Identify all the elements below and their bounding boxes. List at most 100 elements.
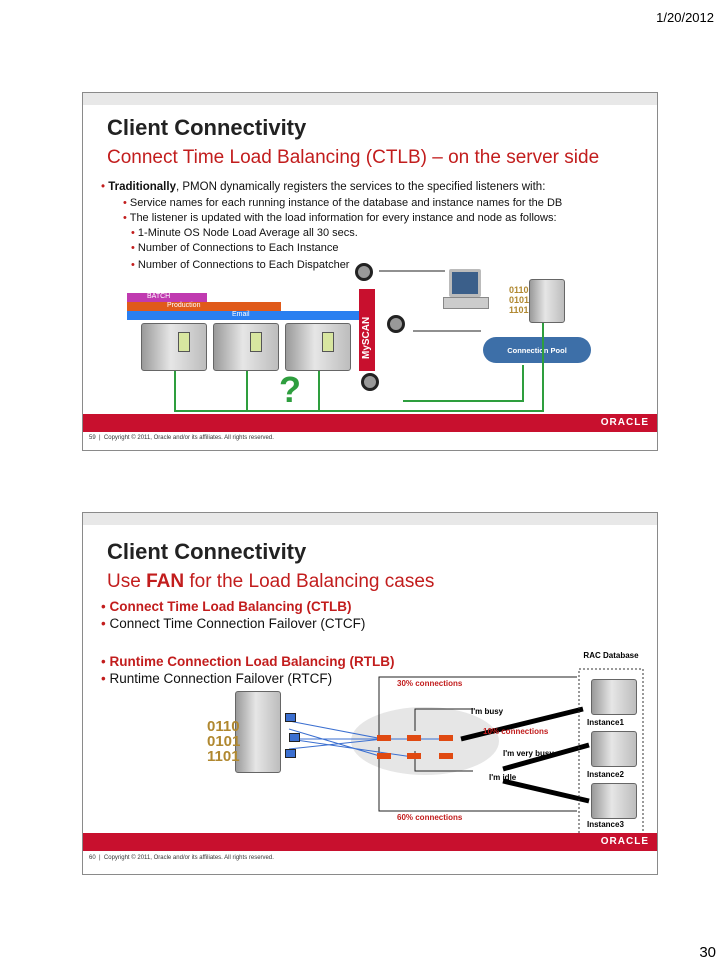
copyright: Copyright © 2011, Oracle and/or its affi… bbox=[103, 435, 274, 441]
rac-database-label: RAC Database bbox=[583, 651, 639, 660]
client-computer-icon bbox=[449, 269, 481, 297]
sub-bullet-text: Service names for each running instance … bbox=[129, 197, 563, 209]
instance1-server-icon bbox=[591, 679, 637, 715]
slide-subtitle: Use FAN for the Load Balancing cases bbox=[107, 571, 434, 593]
sub-sub-bullet-text: Number of Connections to Each Dispatcher bbox=[137, 259, 350, 271]
instance1-label: Instance1 bbox=[587, 718, 624, 727]
slide-title: Client Connectivity bbox=[107, 115, 307, 140]
slide-footer: 59 | Copyright © 2011, Oracle and/or its… bbox=[89, 435, 274, 441]
pool-connection bbox=[439, 753, 453, 759]
fat-arrow bbox=[502, 742, 590, 772]
oracle-logo: ORACLE bbox=[600, 836, 649, 847]
binary-row: 0110 bbox=[509, 285, 529, 295]
sub-bullet-listener: • The listener is updated with the load … bbox=[123, 212, 557, 224]
bullet-text: Runtime Connection Failover (RTCF) bbox=[109, 671, 333, 686]
copyright: Copyright © 2011, Oracle and/or its affi… bbox=[103, 855, 274, 861]
binary-row: 0110 bbox=[207, 718, 240, 735]
sub-sub-bullet-text: Number of Connections to Each Instance bbox=[137, 242, 339, 254]
slide-59: Client Connectivity Connect Time Load Ba… bbox=[82, 92, 658, 451]
port-icon bbox=[285, 713, 296, 722]
binary-row: 0101 bbox=[509, 295, 530, 305]
bullet-ctcf: • Connect Time Connection Failover (CTCF… bbox=[101, 616, 365, 631]
instance3-server-icon bbox=[591, 783, 637, 819]
bullet-dot: • bbox=[101, 599, 106, 614]
db-server-1-icon bbox=[141, 323, 207, 371]
bullet-text: Connect Time Load Balancing (CTLB) bbox=[109, 599, 352, 614]
bullet-rtlb: • Runtime Connection Load Balancing (RTL… bbox=[101, 654, 395, 669]
port-icon bbox=[289, 733, 300, 742]
pool-connection bbox=[407, 753, 421, 759]
bullet-dot: • bbox=[131, 227, 135, 239]
bullet-dot: • bbox=[123, 197, 127, 209]
bullet-ctlb: • Connect Time Load Balancing (CTLB) bbox=[101, 599, 352, 614]
client-links bbox=[288, 720, 447, 758]
instance2-server-icon bbox=[591, 731, 637, 767]
bullet-text: Runtime Connection Load Balancing (RTLB) bbox=[109, 654, 395, 669]
print-date: 1/20/2012 bbox=[656, 10, 714, 25]
binary-row: 0101 bbox=[207, 733, 241, 750]
sub-bullet-text: The listener is updated with the load in… bbox=[129, 212, 557, 224]
black-line bbox=[378, 676, 577, 737]
binary-row: 1101 bbox=[207, 748, 240, 765]
fat-arrow bbox=[460, 706, 584, 742]
app-server-icon bbox=[529, 279, 565, 323]
idle-label: I'm idle bbox=[489, 773, 517, 782]
green-line bbox=[174, 323, 544, 412]
busy-label: I'm busy bbox=[471, 707, 504, 716]
page-number: 30 bbox=[699, 944, 716, 961]
fat-arrow bbox=[502, 778, 590, 804]
black-line bbox=[378, 747, 577, 812]
rtlb-diagram bbox=[288, 668, 644, 840]
bullet-dot: • bbox=[101, 616, 106, 631]
instance2-label: Instance2 bbox=[587, 770, 624, 779]
footer-bar: ORACLE bbox=[83, 414, 657, 432]
bullet-traditionally: • Traditionally, PMON dynamically regist… bbox=[101, 181, 545, 193]
db-server-3-icon bbox=[285, 323, 351, 371]
listener-headset-icon bbox=[361, 373, 379, 391]
sub-sub-bullet-1: • 1-Minute OS Node Load Average all 30 s… bbox=[131, 227, 358, 239]
server-panel bbox=[178, 332, 190, 352]
slide-number: 60 bbox=[89, 855, 96, 861]
scan-bar bbox=[359, 289, 375, 371]
bullet-dot: • bbox=[123, 212, 127, 224]
binary-digits: 0110 0101 1101 bbox=[207, 719, 240, 764]
listener-headset-icon bbox=[387, 315, 405, 333]
very-busy-label: I'm very busy bbox=[503, 749, 554, 758]
pool-connection bbox=[407, 735, 421, 741]
bullet-lead: Traditionally bbox=[108, 181, 176, 193]
black-line bbox=[414, 708, 473, 731]
slide-60: Client Connectivity Use FAN for the Load… bbox=[82, 512, 658, 875]
bullet-dot: • bbox=[131, 242, 135, 254]
bullet-text: Connect Time Connection Failover (CTCF) bbox=[109, 616, 366, 631]
bullet-dot: • bbox=[101, 654, 106, 669]
connection-lines bbox=[174, 270, 544, 412]
port-icon bbox=[285, 749, 296, 758]
slide-header-strip bbox=[83, 513, 657, 525]
pool-connection bbox=[439, 735, 453, 741]
slide-footer: 60 | Copyright © 2011, Oracle and/or its… bbox=[89, 855, 274, 861]
bullet-dot: • bbox=[101, 671, 106, 686]
listener-headset-icon bbox=[355, 263, 373, 281]
oracle-logo: ORACLE bbox=[600, 417, 649, 428]
pool-label: Connection Pool bbox=[507, 345, 567, 355]
band-production: Production bbox=[127, 302, 281, 311]
subtitle-fan: FAN bbox=[146, 571, 185, 592]
client-app-server-icon bbox=[235, 691, 281, 773]
server-panel bbox=[322, 332, 334, 352]
sub-bullet-service-names: • Service names for each running instanc… bbox=[123, 197, 562, 209]
green-line bbox=[403, 365, 524, 402]
instance3-label: Instance3 bbox=[587, 820, 624, 829]
connection-pool-ellipse bbox=[351, 707, 499, 775]
slide-header-strip bbox=[83, 93, 657, 105]
bullet-dot: • bbox=[101, 181, 106, 193]
server-panel bbox=[250, 332, 262, 352]
sub-sub-bullet-2: • Number of Connections to Each Instance bbox=[131, 242, 338, 254]
bullet-rest: , PMON dynamically registers the service… bbox=[175, 181, 546, 193]
slide-subtitle: Connect Time Load Balancing (CTLB) – on … bbox=[107, 147, 600, 168]
binary-digits: 0110 0101 1101 bbox=[509, 285, 529, 315]
sub-sub-bullet-3: • Number of Connections to Each Dispatch… bbox=[131, 259, 349, 271]
pool-connection bbox=[377, 735, 391, 741]
pool-connection bbox=[377, 753, 391, 759]
slide-title: Client Connectivity bbox=[107, 539, 307, 564]
sub-sub-bullet-text: 1-Minute OS Node Load Average all 30 sec… bbox=[137, 227, 358, 239]
